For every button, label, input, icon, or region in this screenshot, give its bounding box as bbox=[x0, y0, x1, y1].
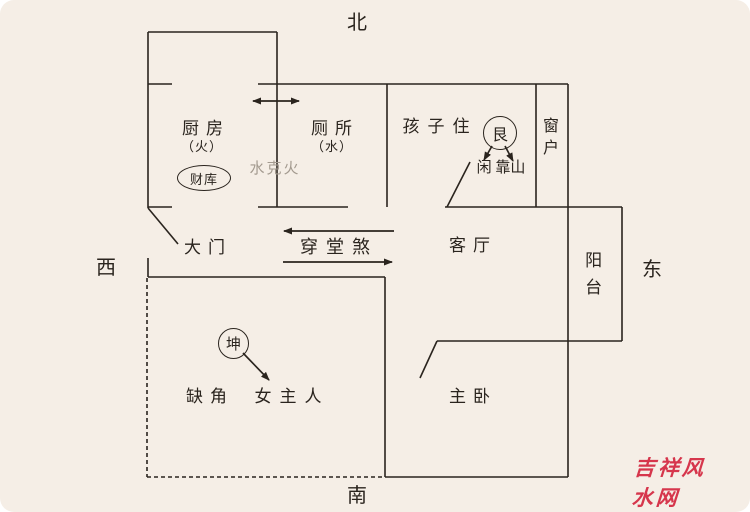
missing-corner-label: 缺角 bbox=[186, 387, 234, 406]
toilet-label: 厕所 bbox=[311, 119, 359, 138]
children-room-label: 孩子住 bbox=[402, 117, 478, 136]
gen-arrow-left bbox=[483, 145, 493, 161]
compass-east: 东 bbox=[642, 259, 662, 281]
missing-corner-dashed-outline bbox=[146, 278, 382, 478]
main-door-label: 大门 bbox=[184, 238, 232, 257]
gen-pair-note: 闲 靠山 bbox=[476, 160, 526, 176]
main-door-swing bbox=[147, 207, 179, 245]
balcony-label: 阳台 bbox=[585, 251, 603, 298]
window-label: 窗户 bbox=[542, 118, 559, 158]
kun-trigram-badge: 坤 bbox=[218, 328, 249, 359]
site-watermark: 吉祥风水网 bbox=[631, 456, 707, 510]
walls bbox=[147, 31, 623, 478]
compass-south: 南 bbox=[347, 485, 367, 507]
compass-west: 西 bbox=[96, 257, 116, 279]
children-room-door-swing bbox=[446, 161, 471, 208]
compass-north: 北 bbox=[347, 12, 367, 34]
kitchen-element-label: （火） bbox=[180, 139, 224, 154]
kitchen-label: 厨房 bbox=[182, 119, 230, 138]
master-bedroom-label: 主卧 bbox=[449, 387, 497, 406]
door-swing-lines bbox=[147, 161, 471, 379]
toilet-element-label: （水） bbox=[310, 139, 354, 154]
master-bedroom-door-swing bbox=[419, 340, 438, 379]
treasury-badge: 财库 bbox=[177, 165, 231, 191]
flow-arrows bbox=[242, 97, 514, 381]
through-hall-sha-label: 穿堂煞 bbox=[300, 237, 378, 257]
gen-trigram-badge: 艮 bbox=[483, 116, 517, 150]
living-room-label: 客厅 bbox=[449, 236, 497, 255]
kun-arrow bbox=[242, 352, 270, 381]
water-beats-fire-note: 水克火 bbox=[249, 161, 301, 177]
hostess-label: 女主人 bbox=[254, 387, 330, 406]
